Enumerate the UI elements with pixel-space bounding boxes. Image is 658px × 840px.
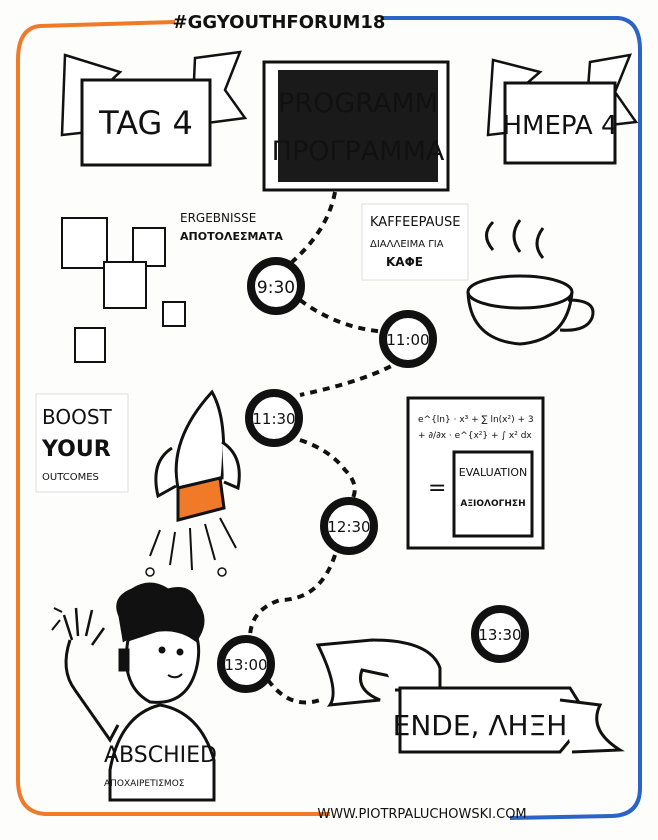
coffee-cup-icon [466, 219, 595, 346]
coffee-label-de: KAFFEEPAUSE [370, 215, 460, 230]
time-label-6: 13:30 [478, 626, 521, 644]
rocket-icon [145, 389, 241, 577]
formula-line-2: + ∂/∂x · e^{x²} + ∫ x² dx [418, 431, 532, 441]
evaluation-card: e^{ln} · x³ + ∑ ln(x²) + 3 + ∂/∂x · e^{x… [406, 396, 545, 550]
time-label-3: 11:30 [252, 410, 295, 428]
title-gr: ΠΡΟΓΡΑΜΜΑ [272, 136, 445, 167]
goodbye-label-de: ABSCHIED [104, 743, 217, 768]
blue-frame-line [382, 16, 642, 820]
time-marker-4: 12:30 [320, 497, 378, 555]
coffee-label-gr-2: ΚΑΦΕ [386, 255, 423, 269]
sticky-notes-icon [61, 217, 186, 363]
time-label-2: 11:00 [386, 331, 429, 349]
end-label: ENDE, ΛΗΞΗ [393, 709, 568, 742]
evaluation-label-de: EVALUATION [459, 466, 527, 479]
goodbye-label-gr: ΑΠΟΧΑΙΡΕΤΙΣΜΟΣ [104, 779, 185, 789]
footer-url: WWW.PIOTRPALUCHOWSKI.COM [317, 807, 526, 822]
results-label-gr: ΑΠΟΤΟΛΕΣΜΑΤΑ [180, 230, 283, 243]
waving-person-icon [51, 582, 216, 802]
time-label-5: 13:00 [224, 656, 267, 674]
day-label-de: TAG 4 [98, 104, 193, 142]
formula-line-1: e^{ln} · x³ + ∑ ln(x²) + 3 [418, 415, 534, 425]
boost-line-1: BOOST [42, 405, 113, 429]
boost-line-3: OUTCOMES [42, 472, 99, 483]
title-de: PROGRAMM [278, 88, 438, 119]
time-label-4: 12:30 [327, 518, 370, 536]
results-label-de: ERGEBNISSE [180, 211, 256, 225]
end-banner: ENDE, ΛΗΞΗ [315, 638, 625, 754]
time-label-1: 9:30 [257, 278, 295, 298]
orange-frame-line [16, 20, 330, 816]
evaluation-label-gr: ΑΞΙΟΛΟΓΗΣΗ [460, 499, 525, 509]
day-banner-left: TAG 4 [60, 50, 248, 167]
time-marker-2: 11:00 [379, 310, 437, 368]
day-label-gr: HMEPA 4 [502, 111, 617, 141]
time-marker-5: 13:00 [217, 635, 275, 693]
equals-sign: = [428, 476, 446, 501]
boost-note [35, 393, 129, 493]
boost-line-2: YOUR [41, 437, 111, 462]
coffee-label-gr-1: ΔΙΑΛΛΕΙΜΑ ΓΙΑ [370, 239, 444, 250]
coffee-note [361, 203, 469, 281]
time-marker-3: 11:30 [245, 389, 303, 447]
time-marker-1: 9:30 [247, 257, 305, 315]
program-title-board: PROGRAMM ΠΡΟΓΡΑΜΜΑ [262, 60, 450, 192]
time-marker-6: 13:30 [471, 605, 529, 663]
hashtag-title: #GGYOUTHFORUM18 [173, 12, 386, 33]
day-banner-right: HMEPA 4 [486, 53, 639, 165]
